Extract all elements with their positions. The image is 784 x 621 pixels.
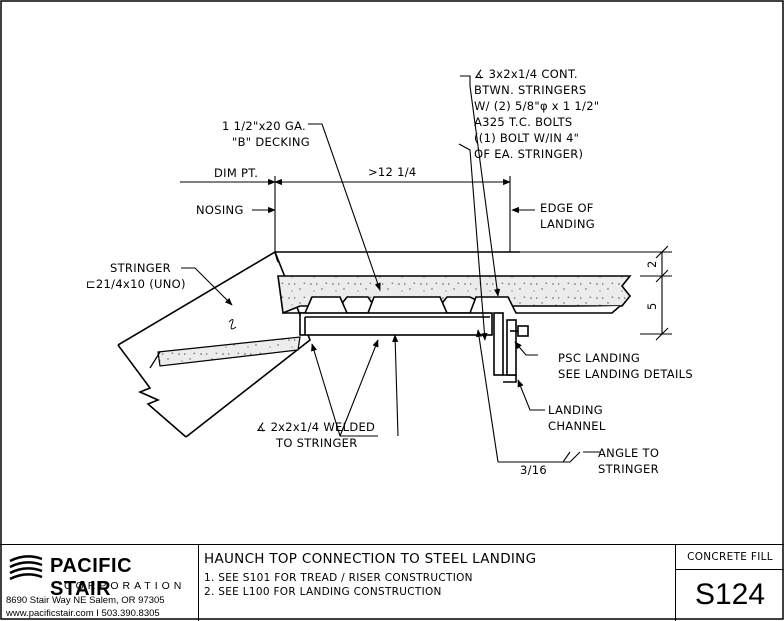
bolt — [510, 325, 529, 337]
category-label: CONCRETE FILL — [676, 545, 784, 570]
psc-landing-label-1: PSC LANDING — [558, 351, 640, 365]
dim-5-label: 5 — [645, 302, 659, 310]
dim-pt-label: DIM PT. — [214, 166, 258, 180]
angle-to-stringer-label-1: ANGLE TO — [598, 446, 659, 460]
landing-channel — [493, 312, 517, 383]
angle-cont-label-5: ((1) BOLT W/IN 4" — [474, 131, 579, 145]
decking-label-2: "B" DECKING — [232, 135, 310, 149]
swoosh-logo-icon — [9, 555, 43, 581]
title-divider-right — [675, 545, 676, 621]
angle-cont-label-6: OF EA. STRINGER) — [474, 147, 583, 161]
title-block: PACIFIC STAIR CORPORATION 8690 Stair Way… — [0, 544, 784, 621]
sheet-number: S124 — [694, 578, 766, 611]
company-logo: PACIFIC STAIR CORPORATION 8690 Stair Way… — [6, 551, 196, 619]
angle-cont-label-2: BTWN. STRINGERS — [474, 83, 586, 97]
angle-welded-label-2: TO STRINGER — [275, 436, 358, 450]
drawing-title: HAUNCH TOP CONNECTION TO STEEL LANDING — [204, 551, 537, 567]
nosing-label: NOSING — [196, 203, 244, 217]
stringer-label-2: ⊏21/4x10 (UNO) — [86, 277, 186, 291]
angle-to-stringer-label-2: STRINGER — [598, 462, 659, 476]
angle-cont-label-1: ∡ 3x2x1/4 CONT. — [474, 67, 578, 81]
company-corporation: CORPORATION — [64, 580, 186, 592]
annotation-labels: 1 1/2"x20 GA. "B" DECKING ∡ 3x2x1/4 CONT… — [86, 67, 693, 477]
break-squiggle — [228, 318, 237, 330]
landing-channel-label-2: CHANNEL — [548, 419, 606, 433]
note-2: 2. SEE L100 FOR LANDING CONSTRUCTION — [204, 586, 442, 598]
angle-cont-label-3: W/ (2) 5/8"φ x 1 1/2" — [474, 99, 599, 113]
title-divider-left — [198, 545, 199, 621]
stair-concrete — [149, 336, 301, 369]
leader-lines — [181, 75, 600, 463]
edge-landing-label-2: LANDING — [540, 217, 595, 231]
landing-channel-label-1: LANDING — [548, 403, 603, 417]
dimension-lines — [180, 176, 672, 341]
dim-2-label: 2 — [645, 260, 659, 268]
company-address: 8690 Stair Way NE Salem, OR 97305 — [6, 595, 165, 606]
psc-landing-label-2: SEE LANDING DETAILS — [558, 367, 693, 381]
edge-landing-label-1: EDGE OF — [540, 201, 594, 215]
angle-2x2-welded — [299, 312, 493, 336]
company-name: PACIFIC STAIR — [50, 555, 133, 600]
landing-slab — [275, 251, 632, 315]
note-1: 1. SEE S101 FOR TREAD / RISER CONSTRUCTI… — [204, 572, 473, 584]
stringer-label-1: STRINGER — [110, 261, 171, 275]
dim-value-label: >12 1/4 — [368, 165, 417, 179]
weld-size-label: 3/16 — [520, 463, 547, 477]
angle-welded-label-1: ∡ 2x2x1/4 WELDED — [256, 420, 375, 434]
company-web-phone: www.pacificstair.com I 503.390.8305 — [6, 608, 160, 619]
angle-cont-label-4: A325 T.C. BOLTS — [474, 115, 573, 129]
decking-label-1: 1 1/2"x20 GA. — [222, 119, 306, 133]
